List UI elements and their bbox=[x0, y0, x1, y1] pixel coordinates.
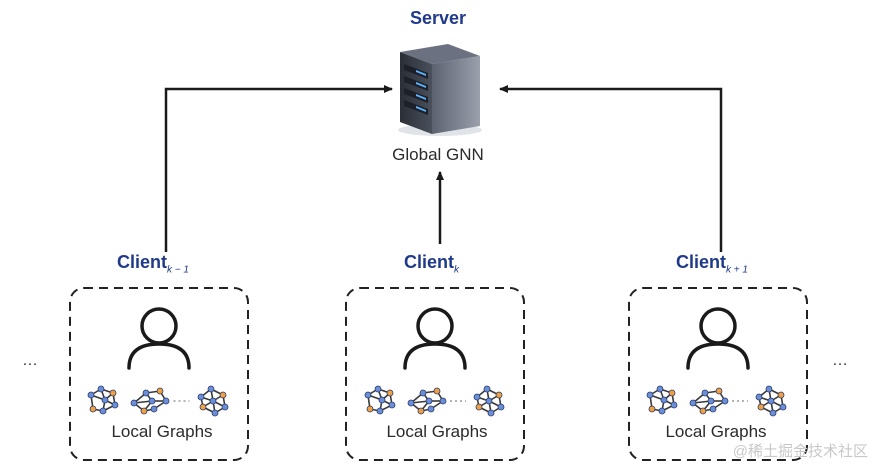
arrow-client-right-to-server bbox=[499, 85, 723, 252]
client-center-subscript: k bbox=[454, 264, 460, 276]
watermark: @稀土掘金技术社区 bbox=[732, 443, 868, 460]
client-center-local-graph-icon bbox=[473, 385, 505, 417]
client-right-user-icon bbox=[686, 307, 750, 370]
client-left-local-graph-icon bbox=[87, 385, 119, 415]
client-center-local-graphs-label: Local Graphs bbox=[386, 422, 488, 441]
global-gnn-label: Global GNN bbox=[392, 145, 484, 164]
client-left-local-graph-icon bbox=[197, 385, 229, 417]
client-left-box bbox=[69, 287, 249, 461]
client-right-local-graph-icon bbox=[689, 387, 729, 415]
client-right-box bbox=[628, 287, 808, 461]
client-left-label: Clientk − 1 bbox=[117, 252, 189, 276]
server-icon bbox=[398, 44, 482, 136]
client-left-local-graph-icon bbox=[130, 387, 170, 415]
client-center-box bbox=[345, 287, 525, 461]
client-left-user-icon bbox=[127, 307, 191, 370]
arrow-client-left-to-server bbox=[164, 85, 393, 252]
client-right-local-graph-icon bbox=[755, 385, 787, 417]
client-right-subscript: k + 1 bbox=[726, 264, 748, 276]
server-title: Server bbox=[409, 8, 467, 28]
client-left-name: Client bbox=[117, 252, 168, 272]
client-center-label: Clientk bbox=[404, 252, 459, 276]
client-center-name: Client bbox=[404, 252, 455, 272]
client-left-subscript: k − 1 bbox=[167, 264, 189, 276]
client-right-name: Client bbox=[676, 252, 727, 272]
client-center-local-graph-icon bbox=[364, 385, 396, 415]
client-left-local-graphs-label: Local Graphs bbox=[111, 422, 213, 441]
client-right-local-graph-icon bbox=[646, 385, 678, 415]
client-right-local-graphs-label: Local Graphs bbox=[665, 422, 767, 441]
ellipsis-left: … bbox=[22, 352, 41, 369]
client-center-local-graph-icon bbox=[407, 387, 447, 415]
client-right-label: Clientk + 1 bbox=[676, 252, 748, 276]
client-center-user-icon bbox=[403, 307, 467, 370]
ellipsis-right: … bbox=[832, 352, 851, 369]
